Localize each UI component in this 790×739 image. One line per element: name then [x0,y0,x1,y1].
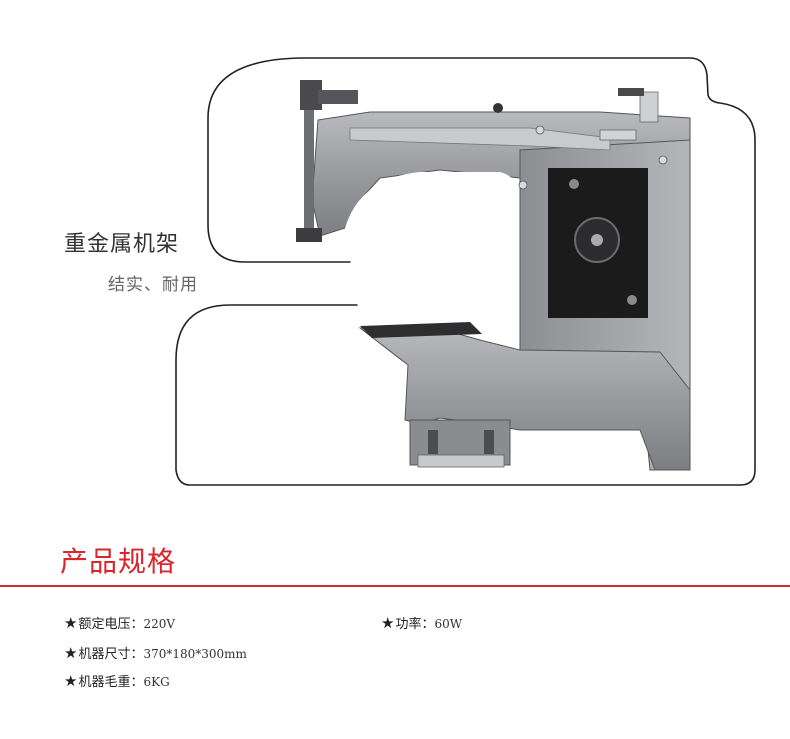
spec-value: 220V [143,617,176,631]
spec-label: 机器毛重： [78,675,144,690]
spec-label: 机器尺寸： [78,647,144,662]
spec-value: 6KG [143,675,170,689]
specs-heading: 产品规格 [60,545,177,578]
spec-rated-voltage: ★额定电压：220V [64,613,175,632]
spec-value: 370*180*300mm [143,647,247,661]
star-icon: ★ [64,614,78,632]
machine-outline-frame [175,57,756,486]
feature-banner: 重金属机架 结实、耐用 [64,57,756,486]
spec-machine-size: ★机器尺寸：370*180*300mm [64,643,247,662]
spec-gross-weight: ★机器毛重：6KG [64,671,170,690]
star-icon: ★ [64,644,78,662]
star-icon: ★ [381,614,395,632]
spec-label: 功率： [395,617,435,632]
metal-frame-image [296,80,691,471]
spec-power: ★功率：60W [381,613,462,632]
feature-title: 重金属机架 [64,232,180,257]
specs-divider [0,585,790,587]
spec-value: 60W [434,617,463,631]
feature-subtitle: 结实、耐用 [108,275,198,295]
star-icon: ★ [64,672,78,690]
spec-label: 额定电压： [78,617,144,632]
